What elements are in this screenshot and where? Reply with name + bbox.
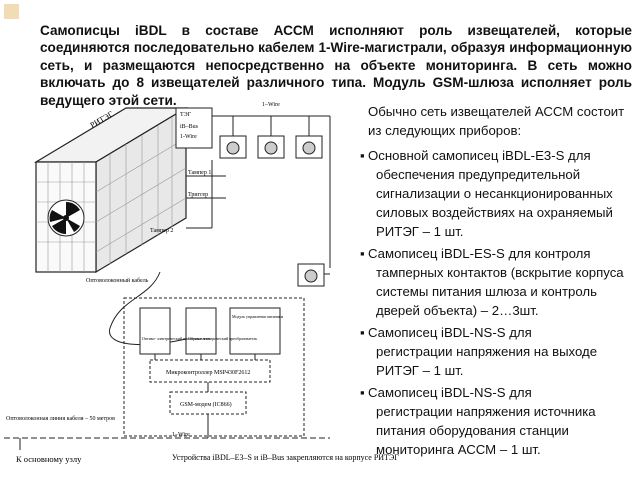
ibbus-box xyxy=(175,107,213,149)
onewire-bottom-label: 1–Wire xyxy=(172,432,190,438)
device-item: ▪ Основной самописец iBDL-E3-S для обесп… xyxy=(360,146,636,241)
device-item-head: Самописец iBDL-NS-S для xyxy=(368,385,532,400)
optic-cable-label: Оптоволоконный кабель xyxy=(86,277,149,284)
onewire-top-label: 1–Wire xyxy=(262,102,280,108)
recorder-devices-row xyxy=(219,135,325,287)
board-mid-label: Оптико- электрический преобразователь xyxy=(188,336,257,341)
footer-left-label: К основному узлу xyxy=(16,454,82,464)
box-label-1wire: 1-Wire xyxy=(180,134,197,140)
device-item-head: Самописец iBDL-NS-S для xyxy=(368,325,532,340)
title-bullet-square xyxy=(4,4,19,19)
microcontroller-label: Микроконтроллер MSP430F2612 xyxy=(166,370,250,376)
device-item: ▪ Самописец iBDL-NS-S для регистрации на… xyxy=(360,323,636,380)
intro-paragraph: Самописцы iBDL в составе АССМ исполняют … xyxy=(40,23,632,108)
device-item: ▪ Самописец iBDL-ES-S для контроля тампе… xyxy=(360,244,636,320)
device-list-column: Обычно сеть извещателей АССМ состоит из … xyxy=(360,102,636,462)
box-label-teg: ТЭГ xyxy=(180,112,192,118)
tamper1-label: Тампер 1 xyxy=(188,170,211,176)
footer-center-label: Устройства iBDL–E3–S и iB–Bus закрепляют… xyxy=(172,453,399,462)
device-item-head: Самописец iBDL-ES-S для контроля xyxy=(368,246,591,261)
board-left-label: Оптико- электрический преобразователь xyxy=(142,336,211,341)
bullet-square-icon: ▪ xyxy=(360,246,365,261)
bullet-square-icon: ▪ xyxy=(360,385,365,400)
device-item-rest: регистрации напряжения источника питания… xyxy=(376,404,596,457)
device-item-rest: регистрации напряжения на выходе РИТЭГ –… xyxy=(376,344,598,378)
board-right-label: Модуль управления питанием xyxy=(232,314,284,319)
ritag-cube xyxy=(33,106,189,274)
bullet-square-icon: ▪ xyxy=(360,148,365,163)
box-label-ibbus: iB–Bus xyxy=(180,124,199,130)
cable-note: Оптоволоконная линия кабеля – 50 метров xyxy=(6,415,115,422)
tamper2-label: Тампер 2 xyxy=(150,228,173,234)
device-item-rest: обеспечения предупредительной сигнализац… xyxy=(376,167,613,239)
device-list-lead: Обычно сеть извещателей АССМ состоит из … xyxy=(368,104,625,138)
device-item: ▪ Самописец iBDL-NS-S для регистрации на… xyxy=(360,383,636,459)
control-cabinet xyxy=(123,297,305,438)
trigger-label: Триггер xyxy=(188,192,208,198)
radiation-icon xyxy=(47,199,85,237)
device-item-head: Основной самописец iBDL-E3-S для xyxy=(368,148,591,163)
device-item-rest: тамперных контактов (вскрытие корпуса си… xyxy=(376,265,624,318)
ritag-network-diagram: РИТЭГ ТЭГ iB–Bus 1-Wire 1–Wire Тампер 1 … xyxy=(0,98,399,480)
bullet-square-icon: ▪ xyxy=(360,325,365,340)
gsm-modem-label: GSM-модем (IC866) xyxy=(180,401,232,408)
